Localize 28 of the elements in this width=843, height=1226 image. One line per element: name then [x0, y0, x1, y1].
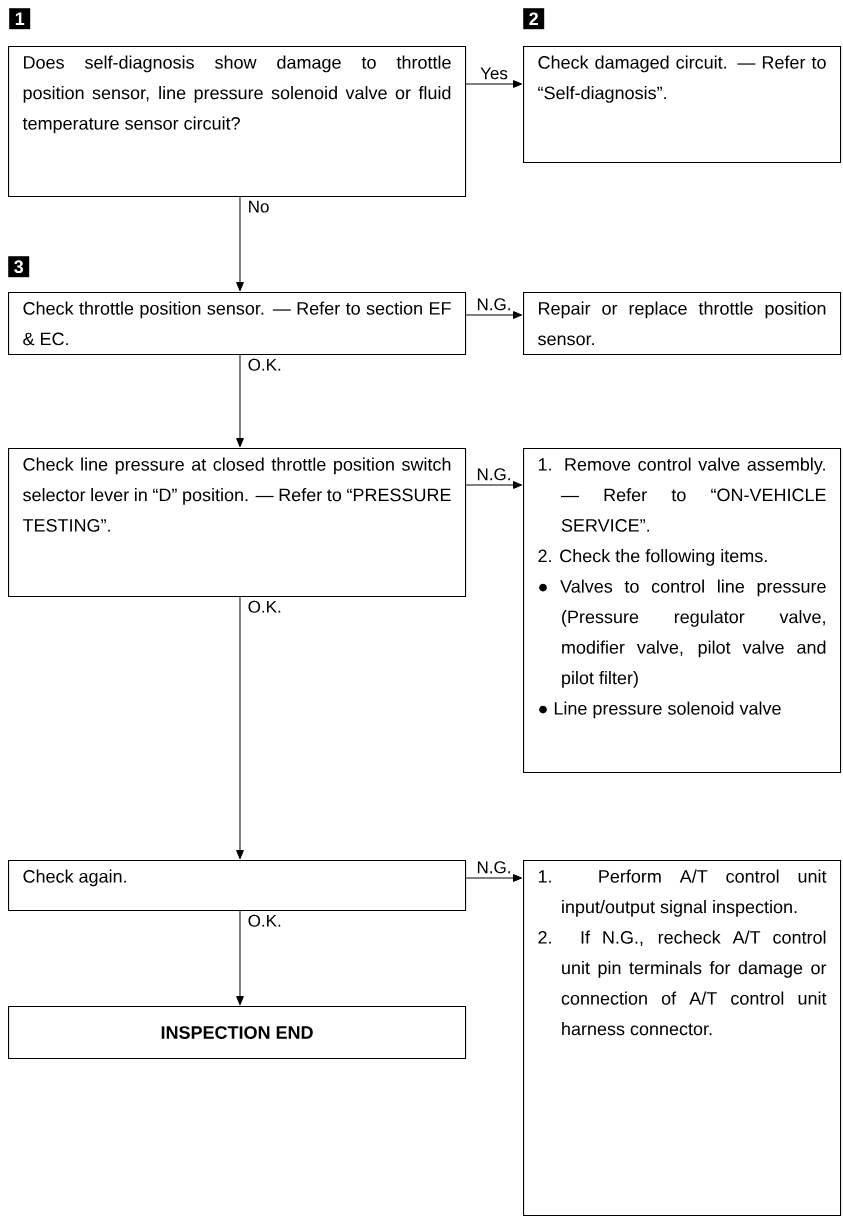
arrow — [465, 80, 523, 88]
edge-label: O.K. — [246, 913, 284, 929]
edge-label: N.G. — [475, 466, 513, 482]
process-box: 1. Perform A/T control unit input/output signal inspection. 2. If N.G., recheck A/T control unit pin terminals for damage or connection of A/T control unit harness connector. — [523, 860, 842, 1217]
process-box: Repair or replace throttle position sensor. — [523, 292, 842, 356]
arrow — [236, 196, 244, 292]
arrow — [465, 874, 523, 882]
process-box: Check damaged circuit. — Refer to “Self-diagnosis”. — [523, 46, 842, 164]
edge-label: Yes — [478, 65, 510, 81]
step-number: 1 — [9, 8, 31, 30]
arrow — [465, 481, 523, 489]
process-box: Check throttle position sensor. — Refer to section EF & EC. — [8, 292, 467, 356]
arrow — [465, 311, 523, 319]
edge-label: No — [246, 199, 271, 215]
edge-label: N.G. — [475, 296, 513, 312]
step-number: 3 — [8, 256, 30, 278]
edge-label: O.K. — [246, 357, 284, 373]
process-box: INSPECTION END — [8, 1006, 467, 1060]
arrow — [236, 354, 244, 448]
process-box: Check again. — [8, 860, 467, 912]
edge-label: N.G. — [475, 859, 513, 875]
step-number: 2 — [523, 8, 545, 30]
process-box: Check line pressure at closed throttle position switch selector lever in “D” position. — Refer to “PRESSURE TESTING”. — [8, 448, 467, 598]
arrow — [236, 596, 244, 860]
arrow — [236, 910, 244, 1006]
process-box: Does self-diagnosis show damage to throttle position sensor, line pressure solenoid valve or fluid temperature sensor circuit? — [8, 46, 467, 198]
edge-label: O.K. — [246, 599, 284, 615]
process-box: 1. Remove control valve assembly. — Refer to “ON-VEHICLE SERVICE”. 2. Check the following items. ● Valves to control line pressure (Pressure regulator valve, modifier valve, pilot valve and pilot filter) ● Line pressure solenoid valve — [523, 448, 842, 774]
